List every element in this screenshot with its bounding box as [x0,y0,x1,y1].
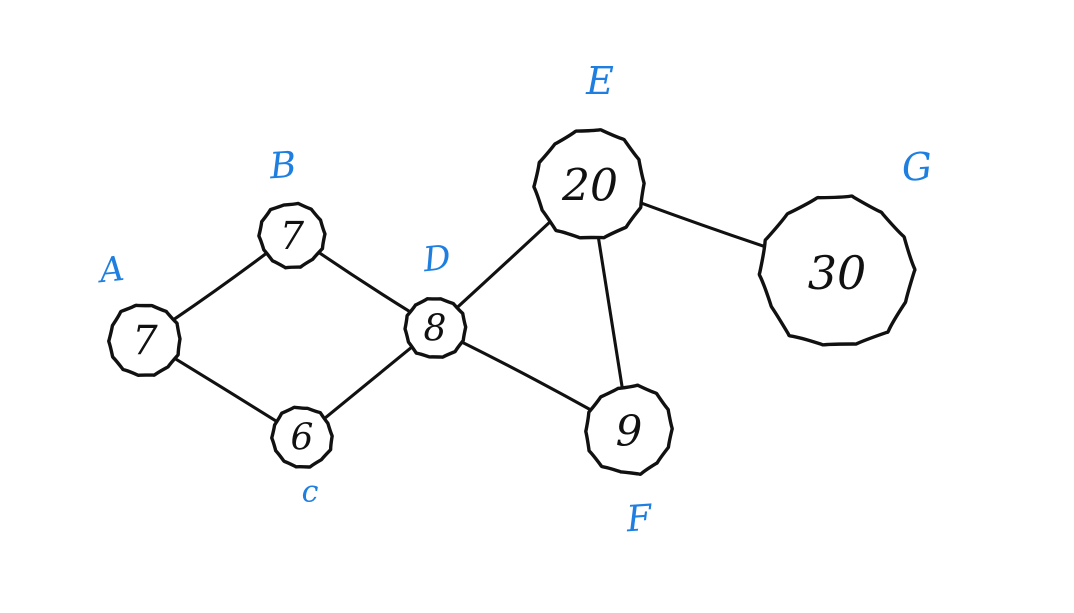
node-value-d: 8 [424,309,447,350]
node-labels-group: A Bc D E F G [95,59,934,540]
node-circle-b[interactable] [257,201,327,270]
graph-node-d[interactable]: 8 [403,297,468,359]
node-label-f: F [624,498,655,541]
node-circle-c[interactable] [270,405,334,469]
node-circle-g[interactable] [757,194,917,347]
node-circle-f[interactable] [584,383,674,477]
graph-edge [459,339,593,412]
node-circle-d[interactable] [403,297,468,359]
node-value-e: 20 [561,161,618,212]
node-value-f: 9 [616,407,643,456]
graph-node-c[interactable]: 6 [270,405,334,469]
graph-edge [596,236,624,390]
nodes-group: 7 7 6 8 20 9 30 [107,128,917,477]
graph-edge [639,201,768,249]
node-circle-e[interactable] [532,128,646,240]
graph-node-f[interactable]: 9 [584,383,674,477]
node-value-b: 7 [280,214,305,258]
edges-group [171,201,768,424]
graph-edge [173,356,279,424]
node-circle-a[interactable] [107,303,182,377]
node-label-c: c [302,475,319,510]
graph-edge [171,251,269,322]
graph-node-g[interactable]: 30 [757,194,917,347]
node-value-a: 7 [132,318,158,364]
node-label-g: G [900,144,933,190]
graph-edge [454,220,552,310]
graph-node-e[interactable]: 20 [532,128,646,240]
graph-node-b[interactable]: 7 [257,201,327,270]
node-value-g: 30 [808,246,867,300]
graph-node-a[interactable]: 7 [107,303,182,377]
graph-edge [316,250,413,314]
node-label-b: B [267,145,297,188]
node-label-d: D [420,238,452,281]
node-value-c: 6 [291,418,314,459]
graph-edge [322,344,415,421]
node-label-e: E [585,59,614,103]
node-label-a: A [95,249,127,292]
